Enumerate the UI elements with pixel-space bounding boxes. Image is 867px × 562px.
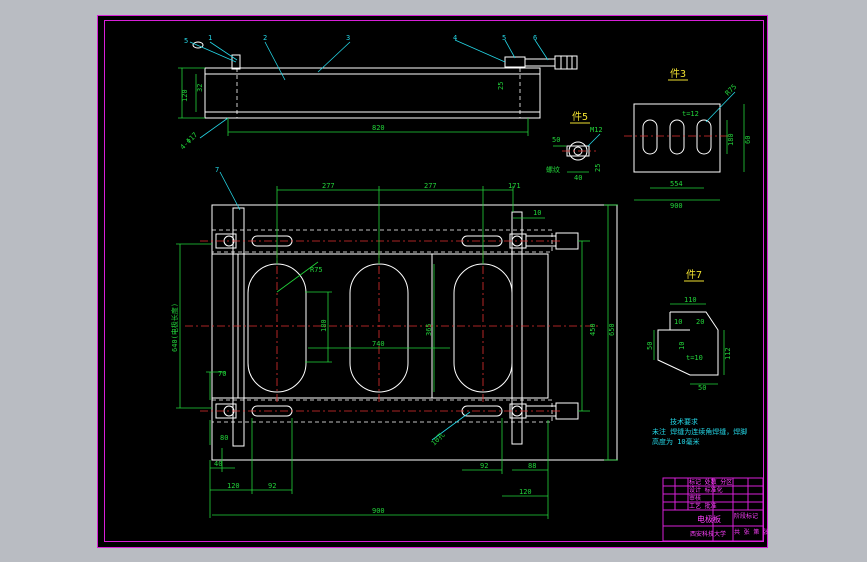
balloon-6: 6 <box>533 34 537 42</box>
title-block-stage: 阶段标记 <box>734 512 758 520</box>
dim-left-80: 80 <box>220 434 228 442</box>
dim-top-inner: 32 <box>196 84 204 92</box>
detail-3-dim-h2: 60 <box>744 136 752 144</box>
balloon-3: 3 <box>346 34 350 42</box>
tech-notes-line-2: 高度为 10毫米 <box>652 437 700 446</box>
dim-left-70: 70 <box>218 370 226 378</box>
detail-3-dim-w1: 554 <box>670 180 683 188</box>
detail-3-dim-t: t=12 <box>682 110 699 118</box>
detail-5-dim-c: 40 <box>574 174 582 182</box>
dim-right-650: 650 <box>608 323 616 336</box>
dim-top-171: 171 <box>508 182 521 190</box>
tech-notes-heading: 技术要求 <box>670 417 698 426</box>
dim-bottom-88: 88 <box>528 462 536 470</box>
outer-border <box>97 15 768 548</box>
title-block-row-1: 标记 处数 分区 <box>689 478 732 486</box>
balloon-5-right: 5 <box>502 34 506 42</box>
dim-bottom-92-right: 92 <box>480 462 488 470</box>
detail-7-dim-w: 110 <box>684 296 697 304</box>
detail-7-dim-e: 112 <box>724 347 732 360</box>
detail-7-dim-f: 50 <box>698 384 706 392</box>
dim-left-40: 40 <box>214 460 222 468</box>
dim-slot-180: 180 <box>320 319 328 332</box>
detail-5[interactable]: 件5 50 M12 40 25 螺纹 <box>546 111 603 182</box>
main-view[interactable]: 7 277 277 171 10 640(电极长度) 70 80 40 R75 … <box>170 166 618 519</box>
dim-span-740: 740 <box>372 340 385 348</box>
detail-3-dim-h1: 180 <box>727 133 735 146</box>
detail-5-title: 件5 <box>572 111 588 123</box>
balloon-2: 2 <box>263 34 267 42</box>
title-block-row-3: 审核 <box>689 494 701 502</box>
detail-7[interactable]: 件7 110 20 10 50 10 112 50 t=10 <box>646 269 732 392</box>
dim-slot-r75: R75 <box>310 266 323 274</box>
detail-3-dim-w2: 900 <box>670 202 683 210</box>
title-block-sheets: 共 张 第 张 <box>734 528 769 536</box>
dim-left-640: 640(电极长度) <box>170 303 179 352</box>
dim-top-height: 120 <box>181 89 189 102</box>
balloon-5-left: 5 <box>184 37 188 45</box>
dim-top-chamfer: 25 <box>497 82 505 90</box>
detail-5-dim-b: M12 <box>590 126 603 134</box>
detail-7-dim-t: t=10 <box>686 354 703 362</box>
dim-bottom-120-left: 120 <box>227 482 240 490</box>
dim-right-10: 10 <box>533 209 541 217</box>
balloon-4: 4 <box>453 34 457 42</box>
detail-7-dim-d: 10 <box>678 342 686 350</box>
detail-5-dim-a: 50 <box>552 136 560 144</box>
detail-7-dim-b: 10 <box>674 318 682 326</box>
dim-bottom-120-right: 120 <box>519 488 532 496</box>
title-block[interactable]: 标记 处数 分区 设计 标准化 审核 工艺 批准 电极板 阶段标记 共 张 第 … <box>662 477 769 542</box>
detail-5-dim-e: 螺纹 <box>546 165 560 174</box>
detail-7-dim-c: 50 <box>646 342 654 350</box>
dim-top-277a: 277 <box>322 182 335 190</box>
dim-top-length: 820 <box>372 124 385 132</box>
detail-5-dim-d: 25 <box>594 164 602 172</box>
title-block-row-2: 设计 标准化 <box>689 486 723 494</box>
dim-top-277b: 277 <box>424 182 437 190</box>
title-block-school: 西安科技大学 <box>690 530 726 538</box>
dim-bottom-92-left: 92 <box>268 482 276 490</box>
detail-3-title: 件3 <box>670 68 686 80</box>
balloon-7: 7 <box>215 166 219 174</box>
tech-notes: 技术要求 未注 焊缝为连续角焊缝，焊脚 高度为 10毫米 <box>652 417 747 446</box>
inner-frame <box>104 20 764 542</box>
title-block-row-4: 工艺 批准 <box>689 502 717 510</box>
dim-overall-900: 900 <box>372 507 385 515</box>
detail-7-dim-a: 20 <box>696 318 704 326</box>
tech-notes-line-1: 未注 焊缝为连续角焊缝，焊脚 <box>652 427 747 436</box>
balloon-1: 1 <box>208 34 212 42</box>
title-block-name: 电极板 <box>697 514 721 524</box>
dim-span-365: 365 <box>425 323 433 336</box>
dim-right-450: 450 <box>589 323 597 336</box>
detail-3[interactable]: 件3 R75 t=12 180 60 554 900 <box>624 68 752 210</box>
detail-7-title: 件7 <box>686 269 702 281</box>
